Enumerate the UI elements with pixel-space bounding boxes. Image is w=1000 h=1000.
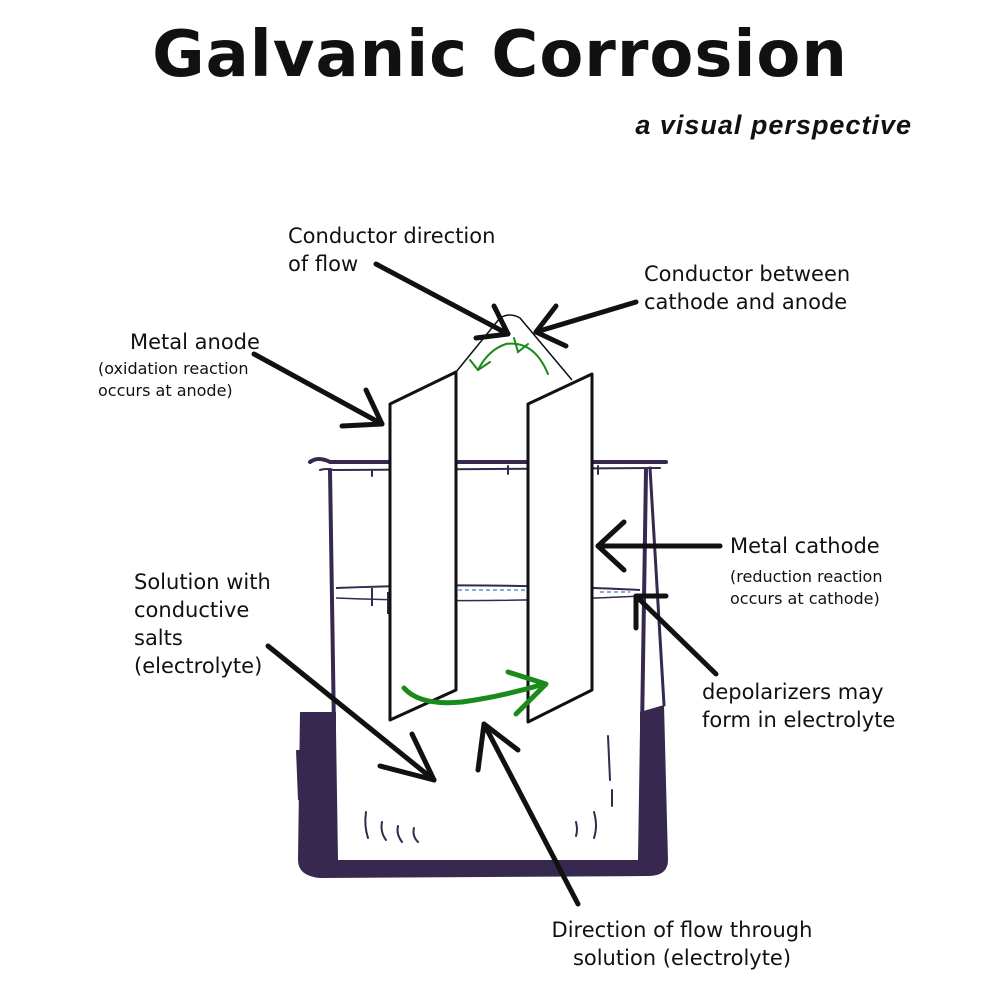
page-subtitle: a visual perspective (635, 110, 912, 140)
arrow-depolarizers (633, 593, 719, 677)
arrow-conductor-between (533, 299, 639, 349)
beaker-sketch-marks (364, 735, 613, 843)
beaker (308, 457, 668, 862)
label-conductor-between: Conductor between cathode and anode (644, 262, 851, 314)
solution-flow-arrow (401, 669, 549, 717)
conductor-flow-arrow (469, 337, 549, 375)
label-conductor-direction: Conductor direction of flow (288, 224, 496, 276)
metal-cathode-plate (526, 372, 594, 724)
label-flow-solution: Direction of flow through solution (elec… (551, 918, 813, 970)
label-solution: Solution with conductive salts (electrol… (134, 570, 271, 678)
label-metal-anode: Metal anode (130, 330, 260, 354)
label-depolarizers: depolarizers may form in electrolyte (702, 680, 896, 732)
arrow-metal-anode (251, 351, 385, 429)
arrow-metal-cathode (595, 519, 723, 573)
arrow-conductor-direction (373, 261, 511, 341)
metal-anode-plate (388, 370, 458, 722)
pointer-arrows (251, 261, 723, 907)
note-anode: (oxidation reaction occurs at anode) (98, 359, 249, 400)
note-cathode: (reduction reaction occurs at cathode) (730, 567, 883, 608)
label-metal-cathode: Metal cathode (730, 534, 880, 558)
page-title: Galvanic Corrosion (152, 18, 848, 92)
arrow-solution (265, 643, 437, 783)
solution-surface (335, 584, 641, 614)
arrow-flow-solution (475, 721, 581, 907)
